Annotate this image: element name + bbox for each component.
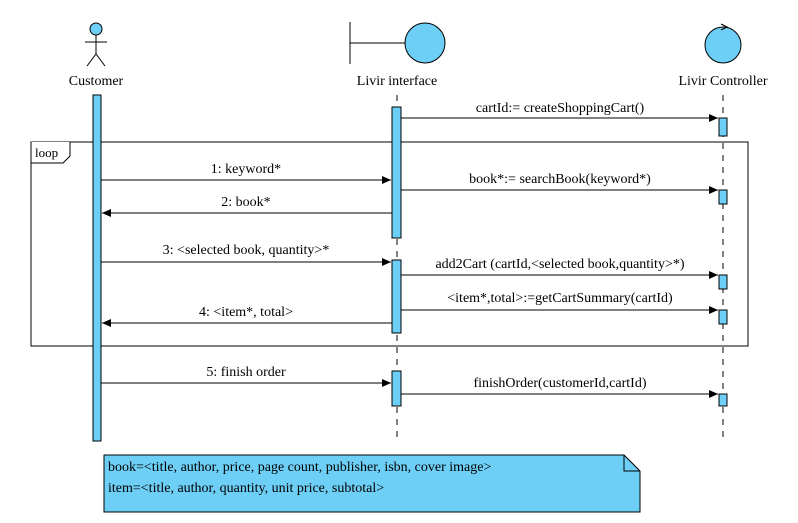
loop-frame-label: loop (35, 145, 58, 160)
message-search-book: book*:= searchBook(keyword*) (401, 172, 718, 194)
message-label: finishOrder(customerId,cartId) (474, 376, 647, 391)
message-3-selected-book: 3: <selected book, quantity>* (101, 243, 391, 266)
controller-participant: Livir Controller (678, 23, 768, 437)
message-label: book*:= searchBook(keyword*) (469, 172, 651, 187)
actor-icon (85, 22, 107, 67)
note: book=<title, author, price, page count, … (103, 454, 641, 513)
customer-participant: Customer (69, 22, 124, 442)
message-label: 1: keyword* (211, 162, 281, 177)
customer-activation (92, 94, 102, 442)
interface-label: Livir interface (357, 74, 437, 89)
message-4-item-total: 4: <item*, total> (102, 305, 392, 327)
message-add2cart: add2Cart (cartId,<selected book,quantity… (401, 257, 718, 279)
message-finish-order-controller: finishOrder(customerId,cartId) (401, 376, 718, 398)
controller-activation-2 (718, 189, 728, 205)
interface-activation-2 (391, 259, 402, 334)
message-get-cart-summary: <item*,total>:=getCartSummary(cartId) (401, 291, 718, 314)
controller-label: Livir Controller (678, 74, 767, 89)
interface-activation-1 (391, 106, 402, 239)
message-label: 2: book* (221, 195, 270, 210)
message-1-keyword: 1: keyword* (101, 162, 391, 184)
message-label: <item*,total>:=getCartSummary(cartId) (447, 291, 673, 306)
message-5-finish-order: 5: finish order (101, 365, 391, 387)
message-2-book: 2: book* (102, 195, 392, 217)
message-label: 3: <selected book, quantity>* (163, 243, 330, 258)
loop-frame: loop (30, 141, 749, 347)
message-label: add2Cart (cartId,<selected book,quantity… (435, 257, 684, 272)
controller-activation-4 (718, 309, 728, 325)
interface-participant: Livir interface (349, 22, 446, 437)
control-icon (704, 23, 742, 64)
message-label: 4: <item*, total> (199, 305, 293, 320)
controller-activation-1 (718, 117, 728, 137)
interface-activation-3 (391, 370, 402, 407)
boundary-icon (349, 22, 446, 64)
note-line-item: item=<title, author, quantity, unit pric… (108, 481, 384, 496)
message-create-cart: cartId:= createShoppingCart() (401, 101, 718, 122)
controller-activation-3 (718, 274, 728, 290)
note-line-book: book=<title, author, price, page count, … (108, 460, 491, 475)
message-label: 5: finish order (206, 365, 286, 380)
controller-activation-5 (718, 393, 728, 407)
message-label: cartId:= createShoppingCart() (476, 101, 645, 116)
customer-label: Customer (69, 74, 124, 89)
